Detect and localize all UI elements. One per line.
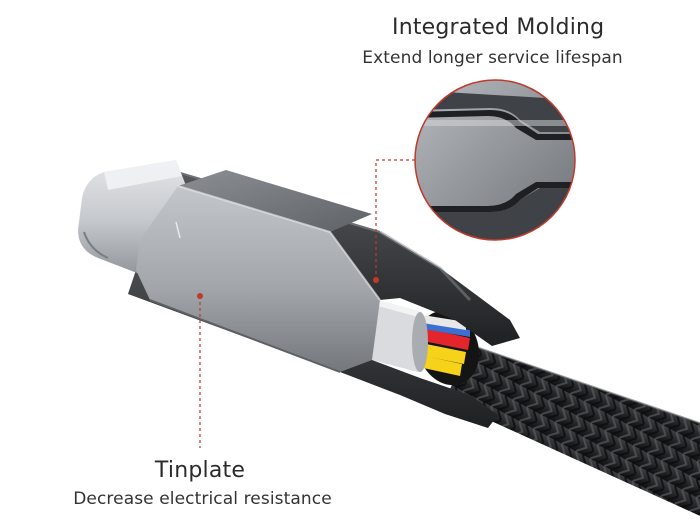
braided-jacket bbox=[445, 344, 700, 516]
crimp-sleeve bbox=[372, 300, 428, 372]
zoom-magnifier-circle bbox=[413, 78, 577, 242]
molding-edge-highlight bbox=[379, 230, 472, 302]
tinplate-subtitle: Decrease electrical resistance bbox=[73, 489, 332, 509]
tinplate-title: Tinplate bbox=[154, 458, 246, 483]
integrated-molding-subtitle: Extend longer service lifespan bbox=[362, 48, 623, 68]
integrated-molding-title: Integrated Molding bbox=[392, 15, 605, 40]
callout-line-molding bbox=[373, 159, 415, 283]
aluminum-shell bbox=[136, 170, 381, 373]
callout-line-tinplate bbox=[197, 293, 203, 448]
